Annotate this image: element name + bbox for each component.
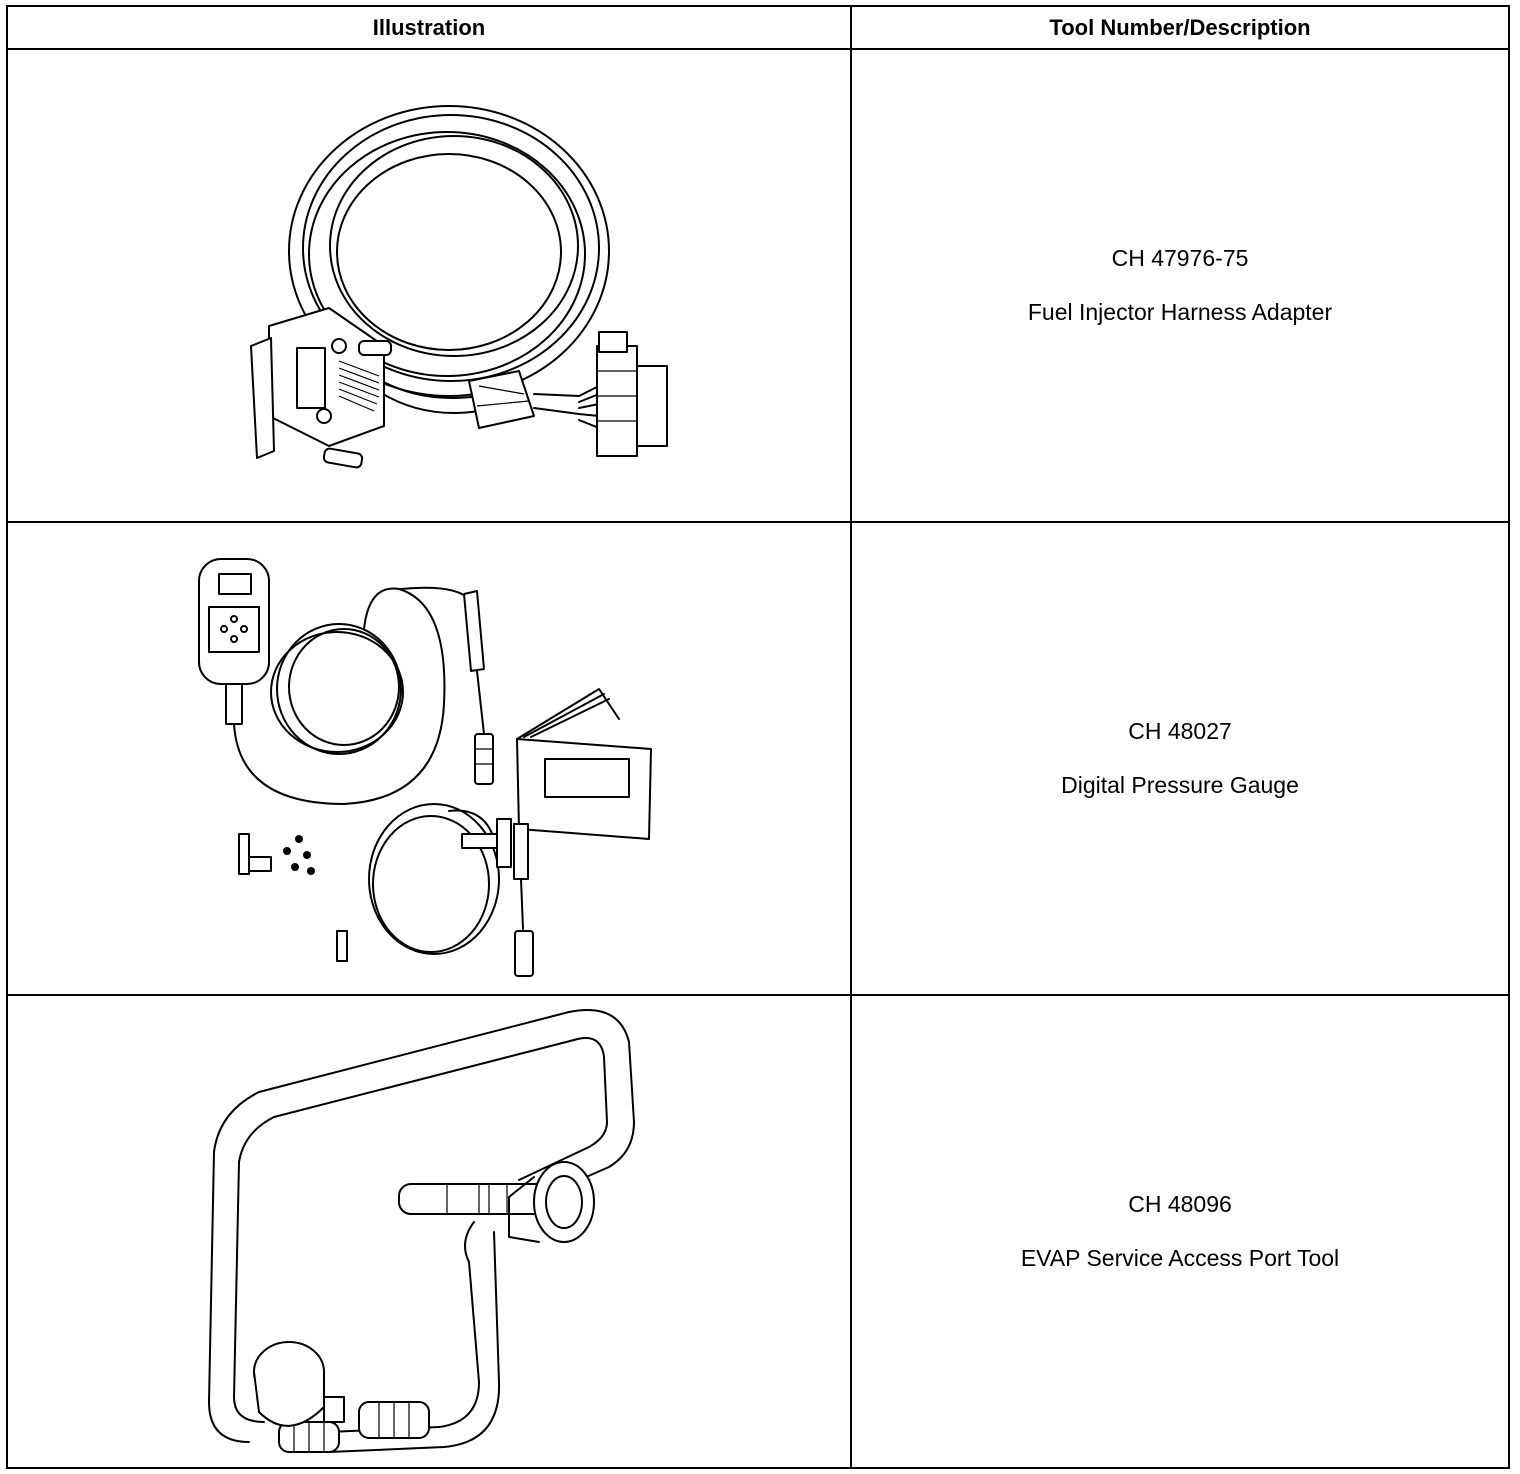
tool-number: CH 48027 bbox=[1128, 718, 1232, 744]
special-tools-table: Illustration Tool Number/Description bbox=[6, 5, 1510, 1469]
tool-description: EVAP Service Access Port Tool bbox=[1020, 1245, 1340, 1271]
table-row: CH 48096 EVAP Service Access Port Tool bbox=[6, 994, 1510, 1469]
illustration-cell bbox=[6, 48, 852, 523]
header-illustration: Illustration bbox=[6, 5, 852, 50]
evap-port-tool-hose-icon bbox=[208, 1008, 635, 1453]
harness-adapter-cable-icon bbox=[250, 104, 668, 468]
tool-description-cell: CH 48027 Digital Pressure Gauge bbox=[850, 521, 1510, 996]
illustration-cell bbox=[6, 521, 852, 996]
digital-pressure-gauge-kit-icon bbox=[198, 557, 652, 977]
table-header-row: Illustration Tool Number/Description bbox=[6, 5, 1510, 50]
tool-description: Digital Pressure Gauge bbox=[1061, 772, 1299, 798]
tool-number: CH 48096 bbox=[1128, 1191, 1232, 1217]
header-tool-number-description: Tool Number/Description bbox=[850, 5, 1510, 50]
illustration-cell bbox=[6, 994, 852, 1469]
table-row: CH 47976-75 Fuel Injector Harness Adapte… bbox=[6, 48, 1510, 523]
tool-description-cell: CH 48096 EVAP Service Access Port Tool bbox=[850, 994, 1510, 1469]
table-row: CH 48027 Digital Pressure Gauge bbox=[6, 521, 1510, 996]
tool-description-cell: CH 47976-75 Fuel Injector Harness Adapte… bbox=[850, 48, 1510, 523]
tool-description: Fuel Injector Harness Adapter bbox=[1027, 299, 1333, 325]
tool-number: CH 47976-75 bbox=[1111, 245, 1249, 271]
